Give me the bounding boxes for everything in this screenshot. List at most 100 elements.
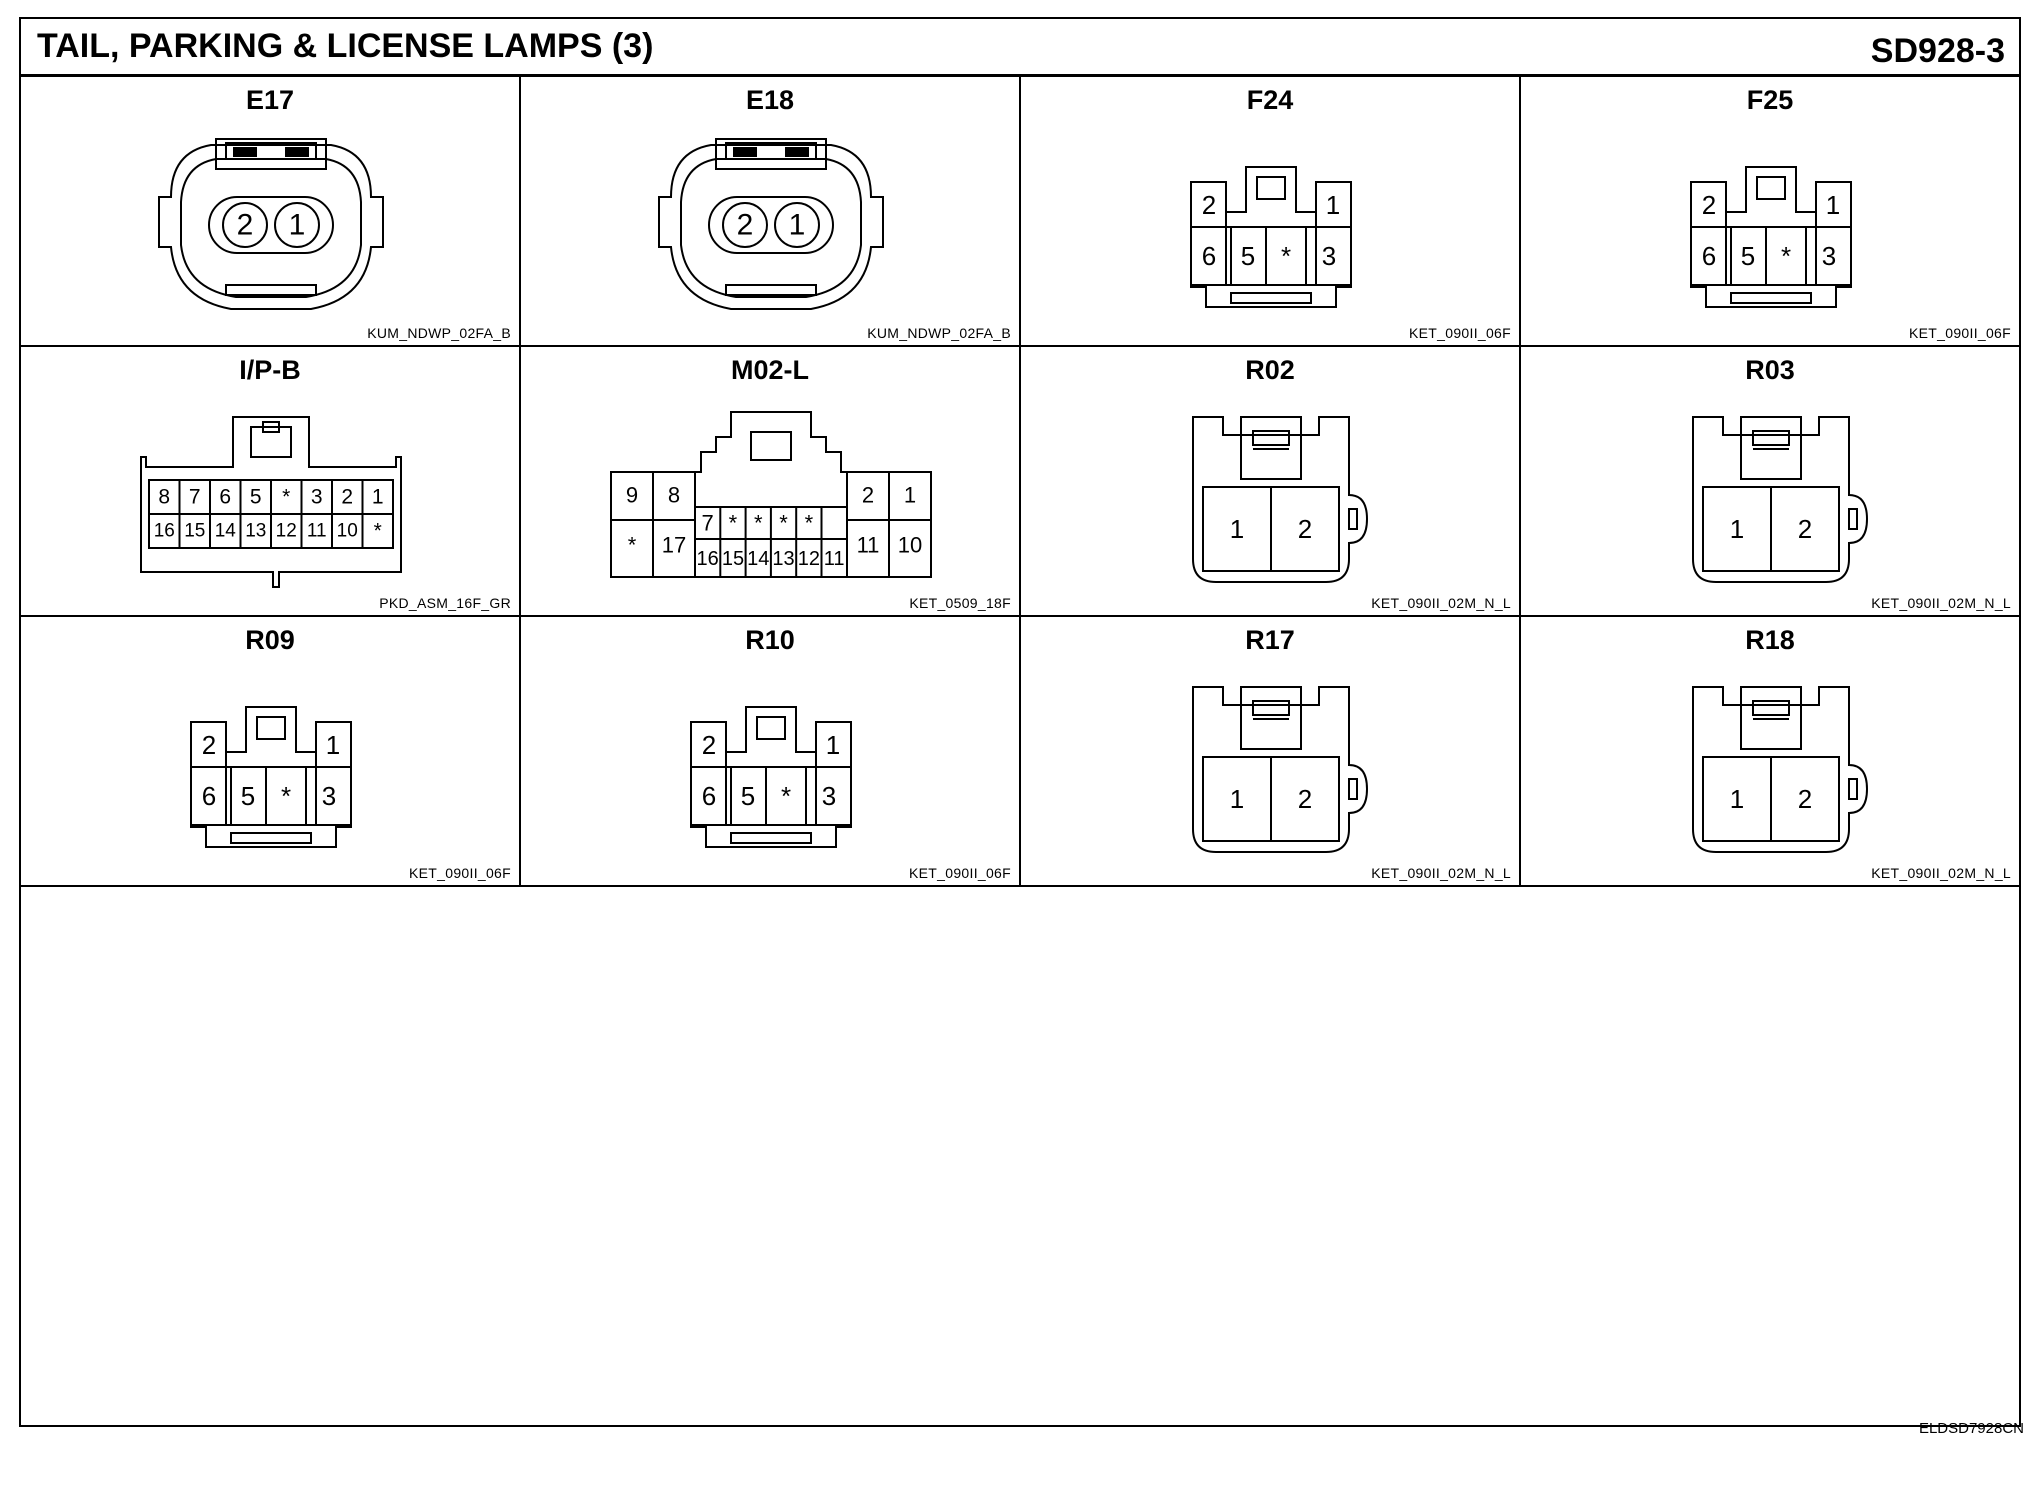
pin-label: 1 (289, 209, 306, 242)
pin-label: 13 (245, 521, 266, 542)
pin-label: 2 (341, 486, 353, 509)
pin-label: 2 (202, 730, 216, 760)
pin-label: 7 (702, 511, 714, 536)
connector-label: R18 (1745, 625, 1795, 655)
pin-label: 6 (1702, 241, 1716, 271)
pin-label: 10 (337, 521, 358, 542)
pin-label: 1 (789, 209, 806, 242)
part-number: KET_090II_06F (1909, 325, 2011, 341)
part-number: KET_090II_02M_N_L (1371, 595, 1511, 611)
pin-label: 6 (1202, 241, 1216, 271)
pin-label: 12 (798, 548, 820, 570)
part-number: KET_0509_18F (909, 595, 1011, 611)
pin-label: 11 (307, 521, 327, 542)
pin-label: 1 (1230, 514, 1244, 544)
pin-label: 10 (898, 533, 922, 558)
pin-label: 2 (1298, 784, 1312, 814)
pin-label: 2 (1798, 784, 1812, 814)
pin-label: 5 (1741, 241, 1755, 271)
page-title: TAIL, PARKING & LICENSE LAMPS (3) (37, 27, 654, 65)
pin-label: 1 (1826, 190, 1840, 220)
pin-label: 1 (1230, 784, 1244, 814)
part-number: KET_090II_06F (1409, 325, 1511, 341)
diagram-frame: TAIL, PARKING & LICENSE LAMPS (3) SD928-… (19, 17, 2021, 1427)
pin-label: 1 (1730, 514, 1744, 544)
footer-code: ELDSD7928CN (1918, 1420, 2024, 1437)
pin-label: 14 (747, 548, 769, 570)
pin-label: * (729, 511, 738, 536)
page-code: SD928-3 (1870, 32, 2005, 70)
pin-label: 1 (326, 730, 340, 760)
pin-label: 3 (822, 781, 836, 811)
pin-label: 8 (158, 486, 170, 509)
pin-label: * (374, 520, 382, 543)
part-number: KUM_NDWP_02FA_B (867, 325, 1011, 341)
pin-label: 15 (722, 548, 744, 570)
pin-label: 17 (662, 533, 686, 558)
pin-label: * (1781, 241, 1791, 271)
pin-label: 11 (824, 548, 845, 570)
pin-label: 6 (202, 781, 216, 811)
connector-label: R17 (1245, 625, 1295, 655)
pin-label: 1 (904, 483, 916, 508)
part-number: PKD_ASM_16F_GR (379, 595, 511, 611)
connector-label: F24 (1246, 85, 1294, 115)
connector-label: E18 (745, 85, 795, 115)
connector-label: R02 (1245, 355, 1295, 385)
connector-label: E17 (245, 85, 295, 115)
connector-label: I/P-B (239, 355, 301, 385)
pin-label: 1 (1326, 190, 1340, 220)
pin-label: 5 (741, 781, 755, 811)
part-number: KET_090II_06F (909, 865, 1011, 881)
pin-label: 3 (1822, 241, 1836, 271)
pin-label: 12 (276, 521, 297, 542)
pin-label: 6 (702, 781, 716, 811)
pin-label: 16 (697, 548, 719, 570)
pin-label: * (628, 533, 637, 558)
pin-label: 9 (626, 483, 638, 508)
pin-label: 8 (668, 483, 680, 508)
pin-label: 2 (702, 730, 716, 760)
pin-label: 6 (219, 486, 231, 509)
pin-label: 1 (1730, 784, 1744, 814)
pin-label: * (754, 511, 763, 536)
connector-label: F25 (1746, 85, 1794, 115)
part-number: KET_090II_02M_N_L (1871, 865, 2011, 881)
pin-label: 14 (215, 521, 237, 542)
pin-label: 11 (857, 533, 880, 558)
connector-label: M02-L (730, 355, 809, 385)
part-number: KET_090II_06F (409, 865, 511, 881)
pin-label: 13 (772, 548, 794, 570)
pin-label: 1 (826, 730, 840, 760)
pin-label: 3 (1322, 241, 1336, 271)
pin-label: 5 (241, 781, 255, 811)
part-number: KUM_NDWP_02FA_B (367, 325, 511, 341)
pin-label: * (781, 781, 791, 811)
connector-label: R03 (1745, 355, 1795, 385)
pin-label: * (779, 511, 788, 536)
